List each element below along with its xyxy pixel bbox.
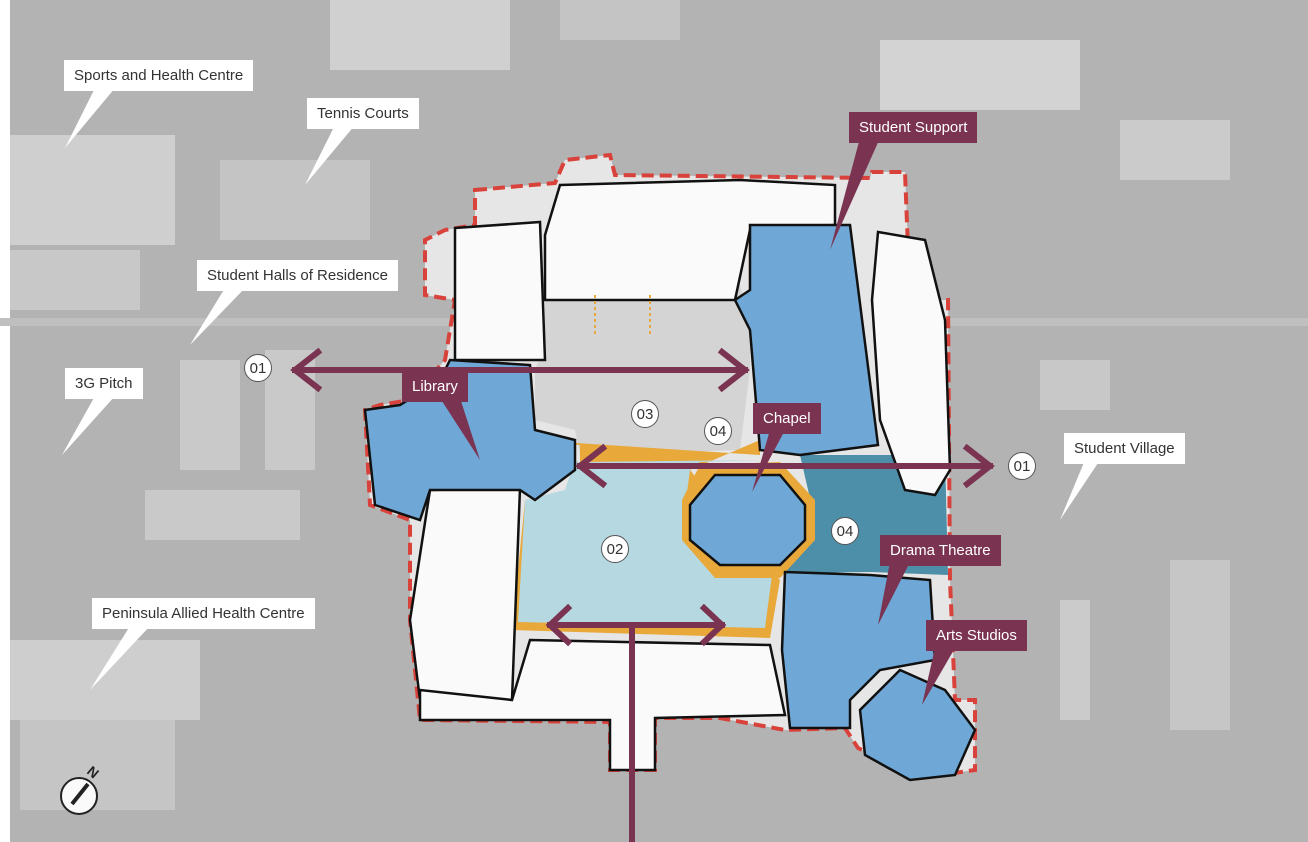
zone-marker-01-east: 01 [1008, 452, 1036, 480]
plaza-02 [518, 455, 772, 628]
label-student-support: Student Support [849, 112, 978, 143]
label-arts-studios: Arts Studios [926, 620, 1027, 651]
other-buildings [408, 178, 952, 772]
zone-marker-04-east: 04 [831, 517, 859, 545]
label-3g-pitch: 3G Pitch [65, 368, 143, 399]
routes [290, 347, 995, 842]
label-chapel: Chapel [753, 403, 821, 434]
label-tennis-courts: Tennis Courts [307, 98, 419, 129]
label-peninsula-health-centre: Peninsula Allied Health Centre [92, 598, 315, 629]
pedestrian-arrows [594, 295, 651, 335]
zone-marker-02: 02 [601, 535, 629, 563]
zone-marker-03: 03 [631, 400, 659, 428]
arts-studios-building [858, 668, 977, 782]
label-sports-health-centre: Sports and Health Centre [64, 60, 254, 91]
label-library: Library [402, 371, 468, 402]
student-support-building [733, 223, 880, 457]
label-drama-theatre: Drama Theatre [880, 535, 1001, 566]
label-student-village: Student Village [1064, 433, 1185, 464]
zone-marker-04-central: 04 [704, 417, 732, 445]
north-compass [60, 777, 98, 815]
building-callout-pointers [440, 138, 955, 705]
callout-pointers [62, 88, 1100, 690]
zone-marker-01-west: 01 [244, 354, 272, 382]
chapel-building [688, 473, 807, 567]
label-student-halls: Student Halls of Residence [197, 260, 398, 291]
